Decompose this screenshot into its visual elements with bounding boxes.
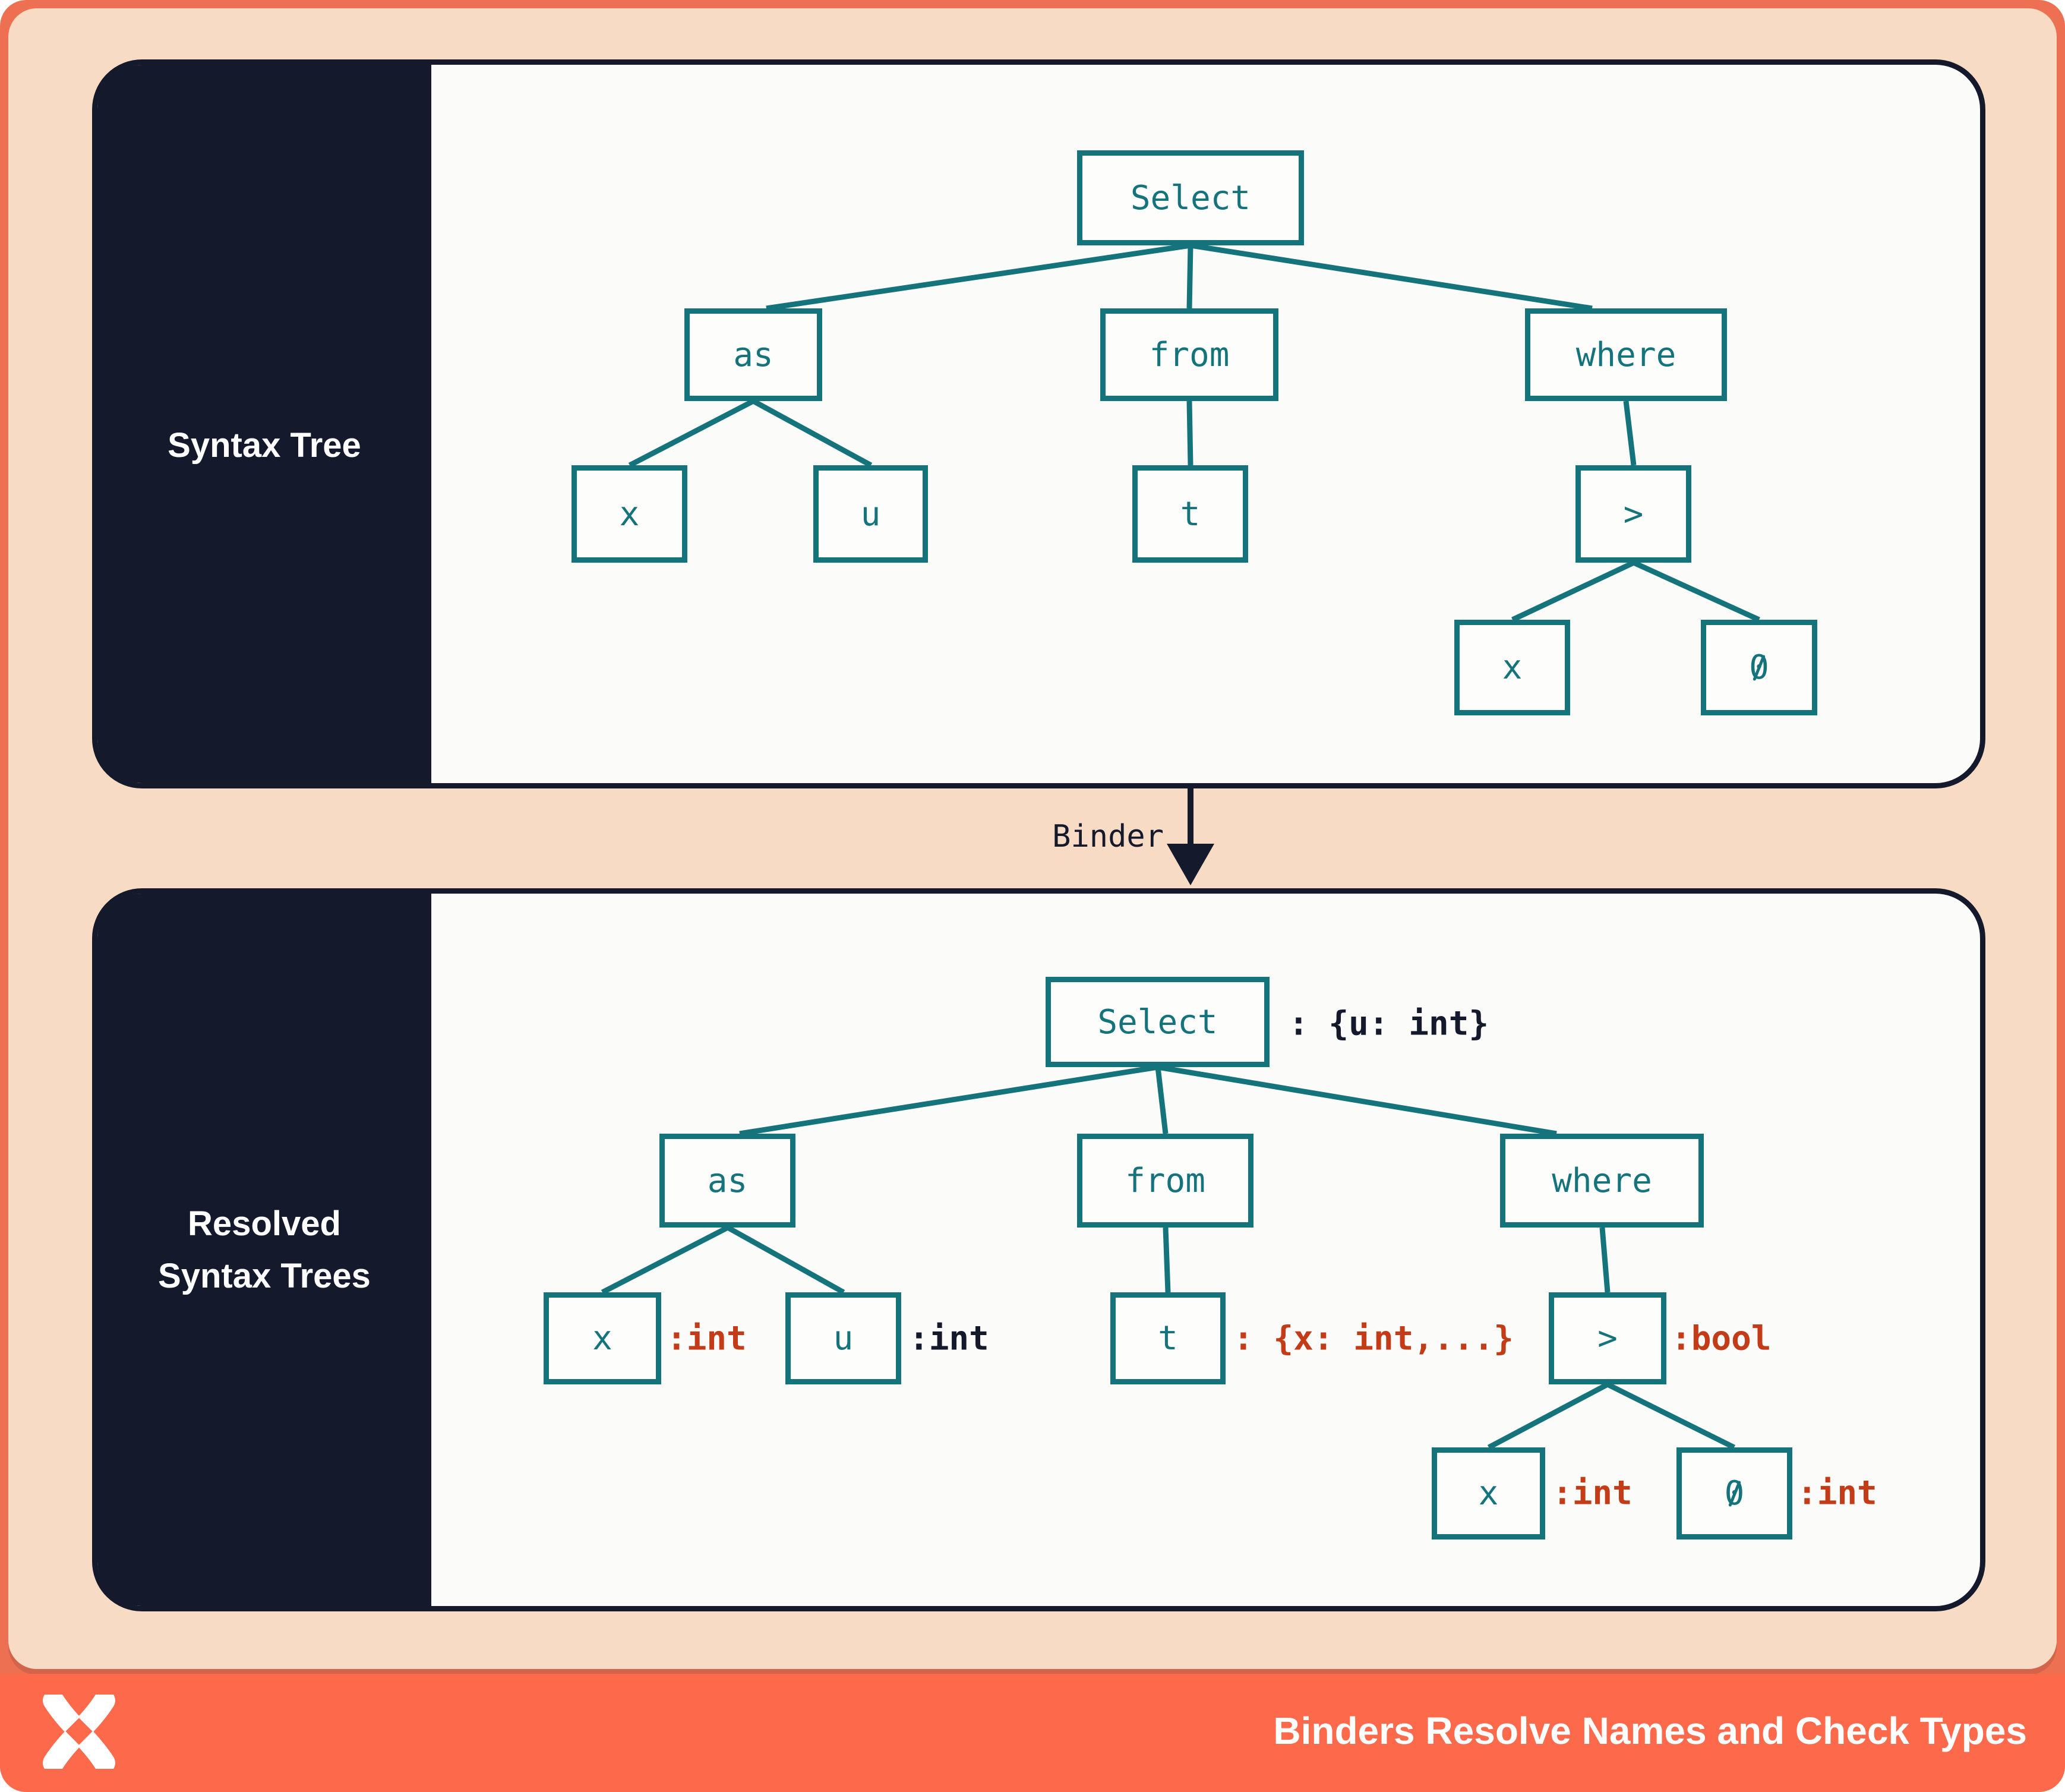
type-annotation-x: :int	[667, 1319, 747, 1358]
binder-label: Binder	[1052, 819, 1164, 854]
footer-title: Binders Resolve Names and Check Types	[1273, 1709, 2027, 1752]
node-label: from	[1125, 1161, 1205, 1200]
node-label: Select	[1130, 178, 1251, 217]
panel-title: Syntax Tree	[168, 425, 361, 465]
resolved-tree-panel: Resolved Syntax Trees	[92, 888, 1985, 1611]
type-annotation-select: : {u: int}	[1289, 1004, 1489, 1043]
resolved-node-t: t	[1110, 1292, 1226, 1384]
type-annotation-u: :int	[909, 1319, 989, 1358]
resolved-node-u: u	[785, 1292, 901, 1384]
panel-title-line2: Syntax Trees	[158, 1256, 371, 1295]
node-label: x	[592, 1319, 612, 1358]
resolved-tree-sidebar: Resolved Syntax Trees	[97, 894, 431, 1606]
node-label: u	[833, 1319, 854, 1358]
node-label: as	[707, 1161, 748, 1200]
node-label: as	[733, 335, 773, 374]
resolved-node-as: as	[659, 1134, 795, 1228]
tree-node-select: Select	[1077, 150, 1304, 245]
type-annotation-x2: :int	[1552, 1474, 1633, 1513]
type-annotation-gt: :bool	[1671, 1319, 1772, 1358]
node-label: >	[1623, 494, 1644, 534]
x-mark-logo-icon	[43, 1695, 115, 1769]
node-label: 0	[1725, 1474, 1745, 1513]
resolved-node-gt: >	[1549, 1292, 1666, 1384]
node-label: where	[1552, 1161, 1652, 1200]
type-annotation-zero: :int	[1797, 1474, 1877, 1513]
zero-slash-decoration	[1728, 1480, 1741, 1507]
node-label: x	[1502, 648, 1523, 687]
tree-node-zero: 0	[1701, 620, 1817, 715]
resolved-node-from: from	[1077, 1134, 1253, 1228]
node-label: Select	[1097, 1002, 1218, 1042]
zero-slash-decoration	[1753, 654, 1766, 681]
tree-node-t: t	[1132, 465, 1248, 563]
node-label: where	[1575, 335, 1676, 374]
node-label: x	[619, 494, 640, 534]
tree-node-x: x	[571, 465, 687, 563]
node-label: from	[1149, 335, 1230, 374]
node-label: 0	[1749, 648, 1769, 687]
tree-node-x2: x	[1454, 620, 1570, 715]
footer-bar	[0, 1674, 2065, 1792]
tree-node-gt: >	[1575, 465, 1691, 563]
panel-title-line1: Resolved	[188, 1204, 341, 1243]
syntax-tree-panel: Syntax Tree	[92, 59, 1985, 788]
node-label: >	[1597, 1319, 1618, 1358]
tree-node-from: from	[1100, 308, 1278, 401]
resolved-node-zero: 0	[1676, 1447, 1792, 1539]
tree-node-u: u	[813, 465, 928, 563]
resolved-node-where: where	[1500, 1134, 1704, 1228]
type-annotation-t: : {x: int,...}	[1233, 1319, 1514, 1358]
tree-node-as: as	[684, 308, 822, 401]
resolved-node-x: x	[544, 1292, 661, 1384]
resolved-node-x2: x	[1432, 1447, 1545, 1539]
node-label: t	[1180, 494, 1201, 534]
syntax-tree-sidebar: Syntax Tree	[97, 65, 431, 783]
resolved-node-select: Select	[1046, 977, 1270, 1067]
tree-node-where: where	[1525, 308, 1727, 401]
node-label: t	[1158, 1319, 1178, 1358]
node-label: x	[1478, 1474, 1499, 1513]
node-label: u	[860, 494, 881, 534]
